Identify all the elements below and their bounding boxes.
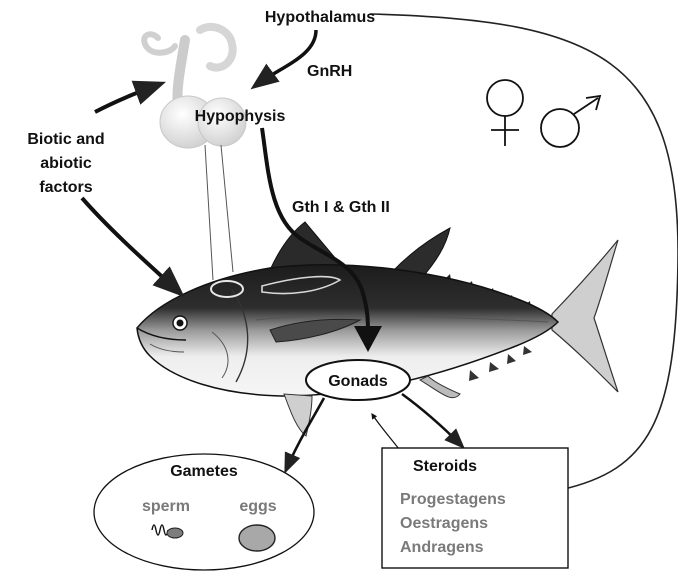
- gonads-label: Gonads: [328, 373, 388, 390]
- arrow-factors-to-fish: [82, 198, 180, 293]
- sperm-label: sperm: [142, 498, 190, 515]
- arrow-factors-to-pituitary: [95, 84, 160, 112]
- eggs-label: eggs: [239, 498, 276, 515]
- steroid-item-andragens: Andragens: [400, 539, 484, 556]
- arrow-gonads-to-steroids: [402, 394, 462, 446]
- egg-icon: [239, 525, 275, 551]
- pituitary-gland-icon: [144, 27, 246, 280]
- steroids-label: Steroids: [413, 458, 477, 475]
- hypothalamus-label: Hypothalamus: [265, 9, 375, 26]
- gnrh-label: GnRH: [307, 63, 352, 80]
- female-symbol-icon: [487, 80, 523, 146]
- steroid-item-progestagens: Progestagens: [400, 491, 506, 508]
- gth-label: Gth I & Gth II: [292, 199, 390, 216]
- biotic-factors-label-line2: abiotic: [40, 155, 92, 172]
- biotic-factors-label-line3: factors: [39, 179, 92, 196]
- gametes-label: Gametes: [170, 463, 238, 480]
- male-symbol-icon: [541, 96, 600, 147]
- biotic-factors-label-line1: Biotic and: [27, 131, 104, 148]
- steroid-item-oestragens: Oestragens: [400, 515, 488, 532]
- hypophysis-label: Hypophysis: [195, 108, 286, 125]
